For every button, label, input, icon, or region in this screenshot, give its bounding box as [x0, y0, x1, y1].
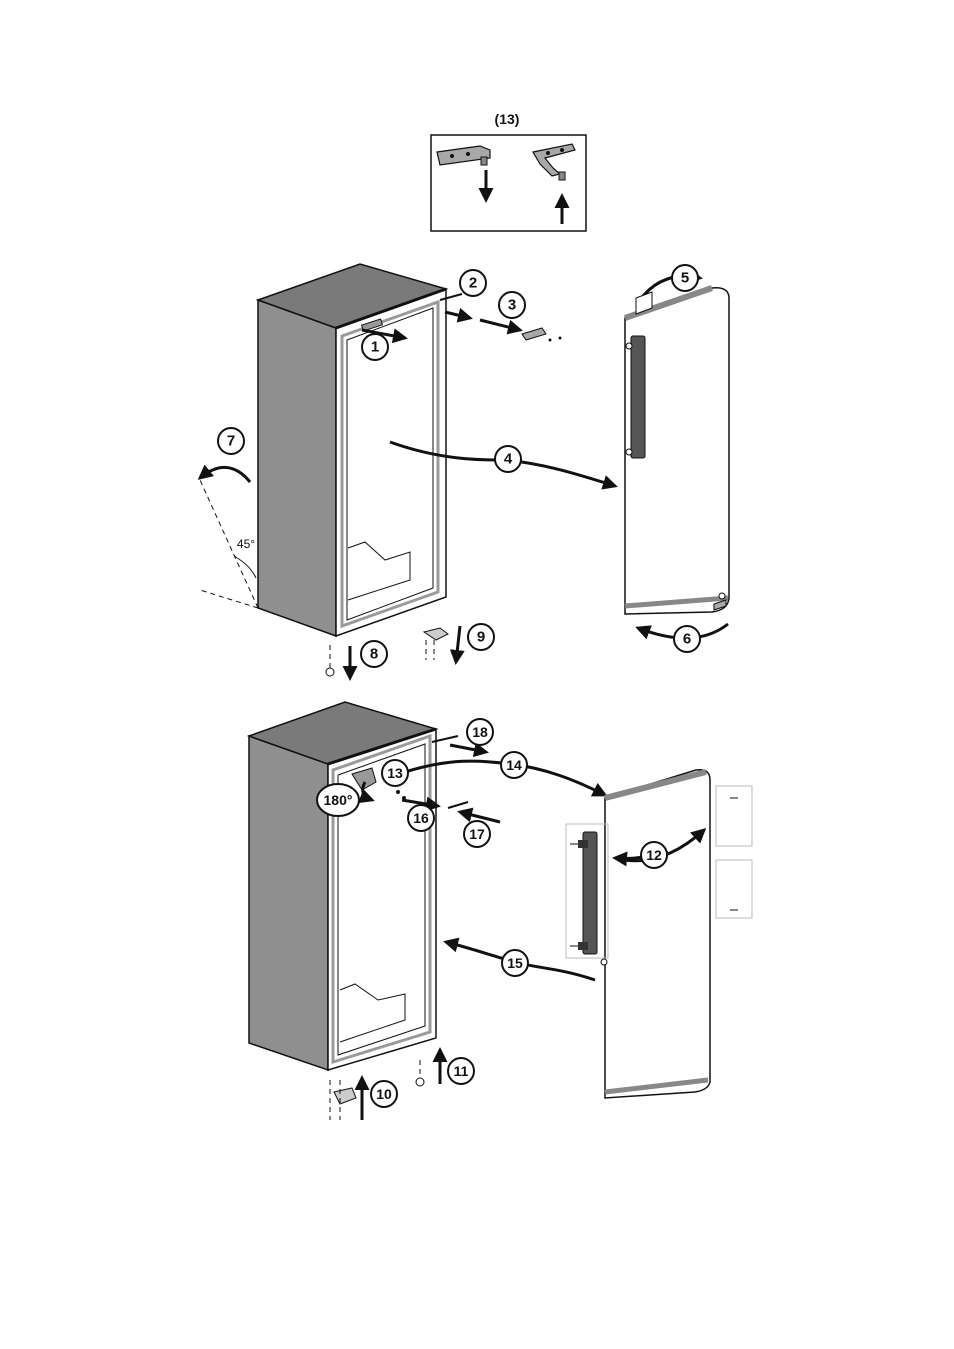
- step-marker-1: 1: [362, 334, 388, 360]
- top-door: [625, 276, 729, 638]
- step-marker-13: 13: [382, 760, 408, 786]
- step-marker-9: 9: [468, 624, 494, 650]
- svg-text:1: 1: [371, 339, 379, 356]
- svg-text:2: 2: [469, 275, 477, 292]
- svg-text:5: 5: [681, 270, 689, 287]
- door-handle: [566, 824, 608, 958]
- svg-text:11: 11: [454, 1063, 469, 1079]
- step-marker-16: 16: [408, 805, 434, 831]
- inset-caption: (13): [495, 111, 520, 127]
- step-marker-10: 10: [371, 1081, 397, 1107]
- plug-covers: [716, 786, 752, 918]
- tilt-angle-label: 45°: [237, 537, 255, 551]
- svg-text:7: 7: [227, 433, 235, 450]
- step-marker-11: 11: [448, 1058, 474, 1084]
- step-marker-3: 3: [499, 292, 525, 318]
- step-marker-2: 2: [460, 270, 486, 296]
- bottom-cabinet: [249, 702, 436, 1070]
- svg-text:9: 9: [477, 629, 485, 646]
- svg-text:14: 14: [506, 757, 522, 773]
- svg-text:180°: 180°: [324, 792, 353, 808]
- step-marker-18: 18: [467, 719, 493, 745]
- svg-text:18: 18: [472, 724, 488, 740]
- step-marker-6: 6: [674, 626, 700, 652]
- step-marker-15: 15: [502, 950, 528, 976]
- hinge-inset: (13): [431, 111, 586, 231]
- step-marker-7: 7: [218, 428, 244, 454]
- svg-text:6: 6: [683, 631, 691, 648]
- step-marker-14: 14: [501, 752, 527, 778]
- step-marker-4: 4: [495, 446, 521, 472]
- svg-text:17: 17: [469, 826, 485, 842]
- step-marker-5: 5: [672, 265, 698, 291]
- step-marker-17: 17: [464, 821, 490, 847]
- svg-text:16: 16: [413, 810, 429, 826]
- top-bottom-parts: [326, 626, 460, 678]
- rotate-180-marker: 180°: [317, 784, 359, 816]
- tilt-angle-guide: 45°: [200, 467, 258, 608]
- svg-text:10: 10: [376, 1086, 392, 1102]
- svg-text:12: 12: [646, 847, 662, 863]
- svg-text:4: 4: [504, 451, 513, 468]
- step-marker-8: 8: [361, 641, 387, 667]
- svg-text:8: 8: [370, 646, 378, 663]
- step-marker-12: 12: [641, 842, 667, 868]
- bottom-door: [601, 770, 710, 1098]
- svg-text:13: 13: [387, 765, 403, 781]
- svg-text:3: 3: [508, 297, 516, 314]
- svg-text:15: 15: [507, 955, 523, 971]
